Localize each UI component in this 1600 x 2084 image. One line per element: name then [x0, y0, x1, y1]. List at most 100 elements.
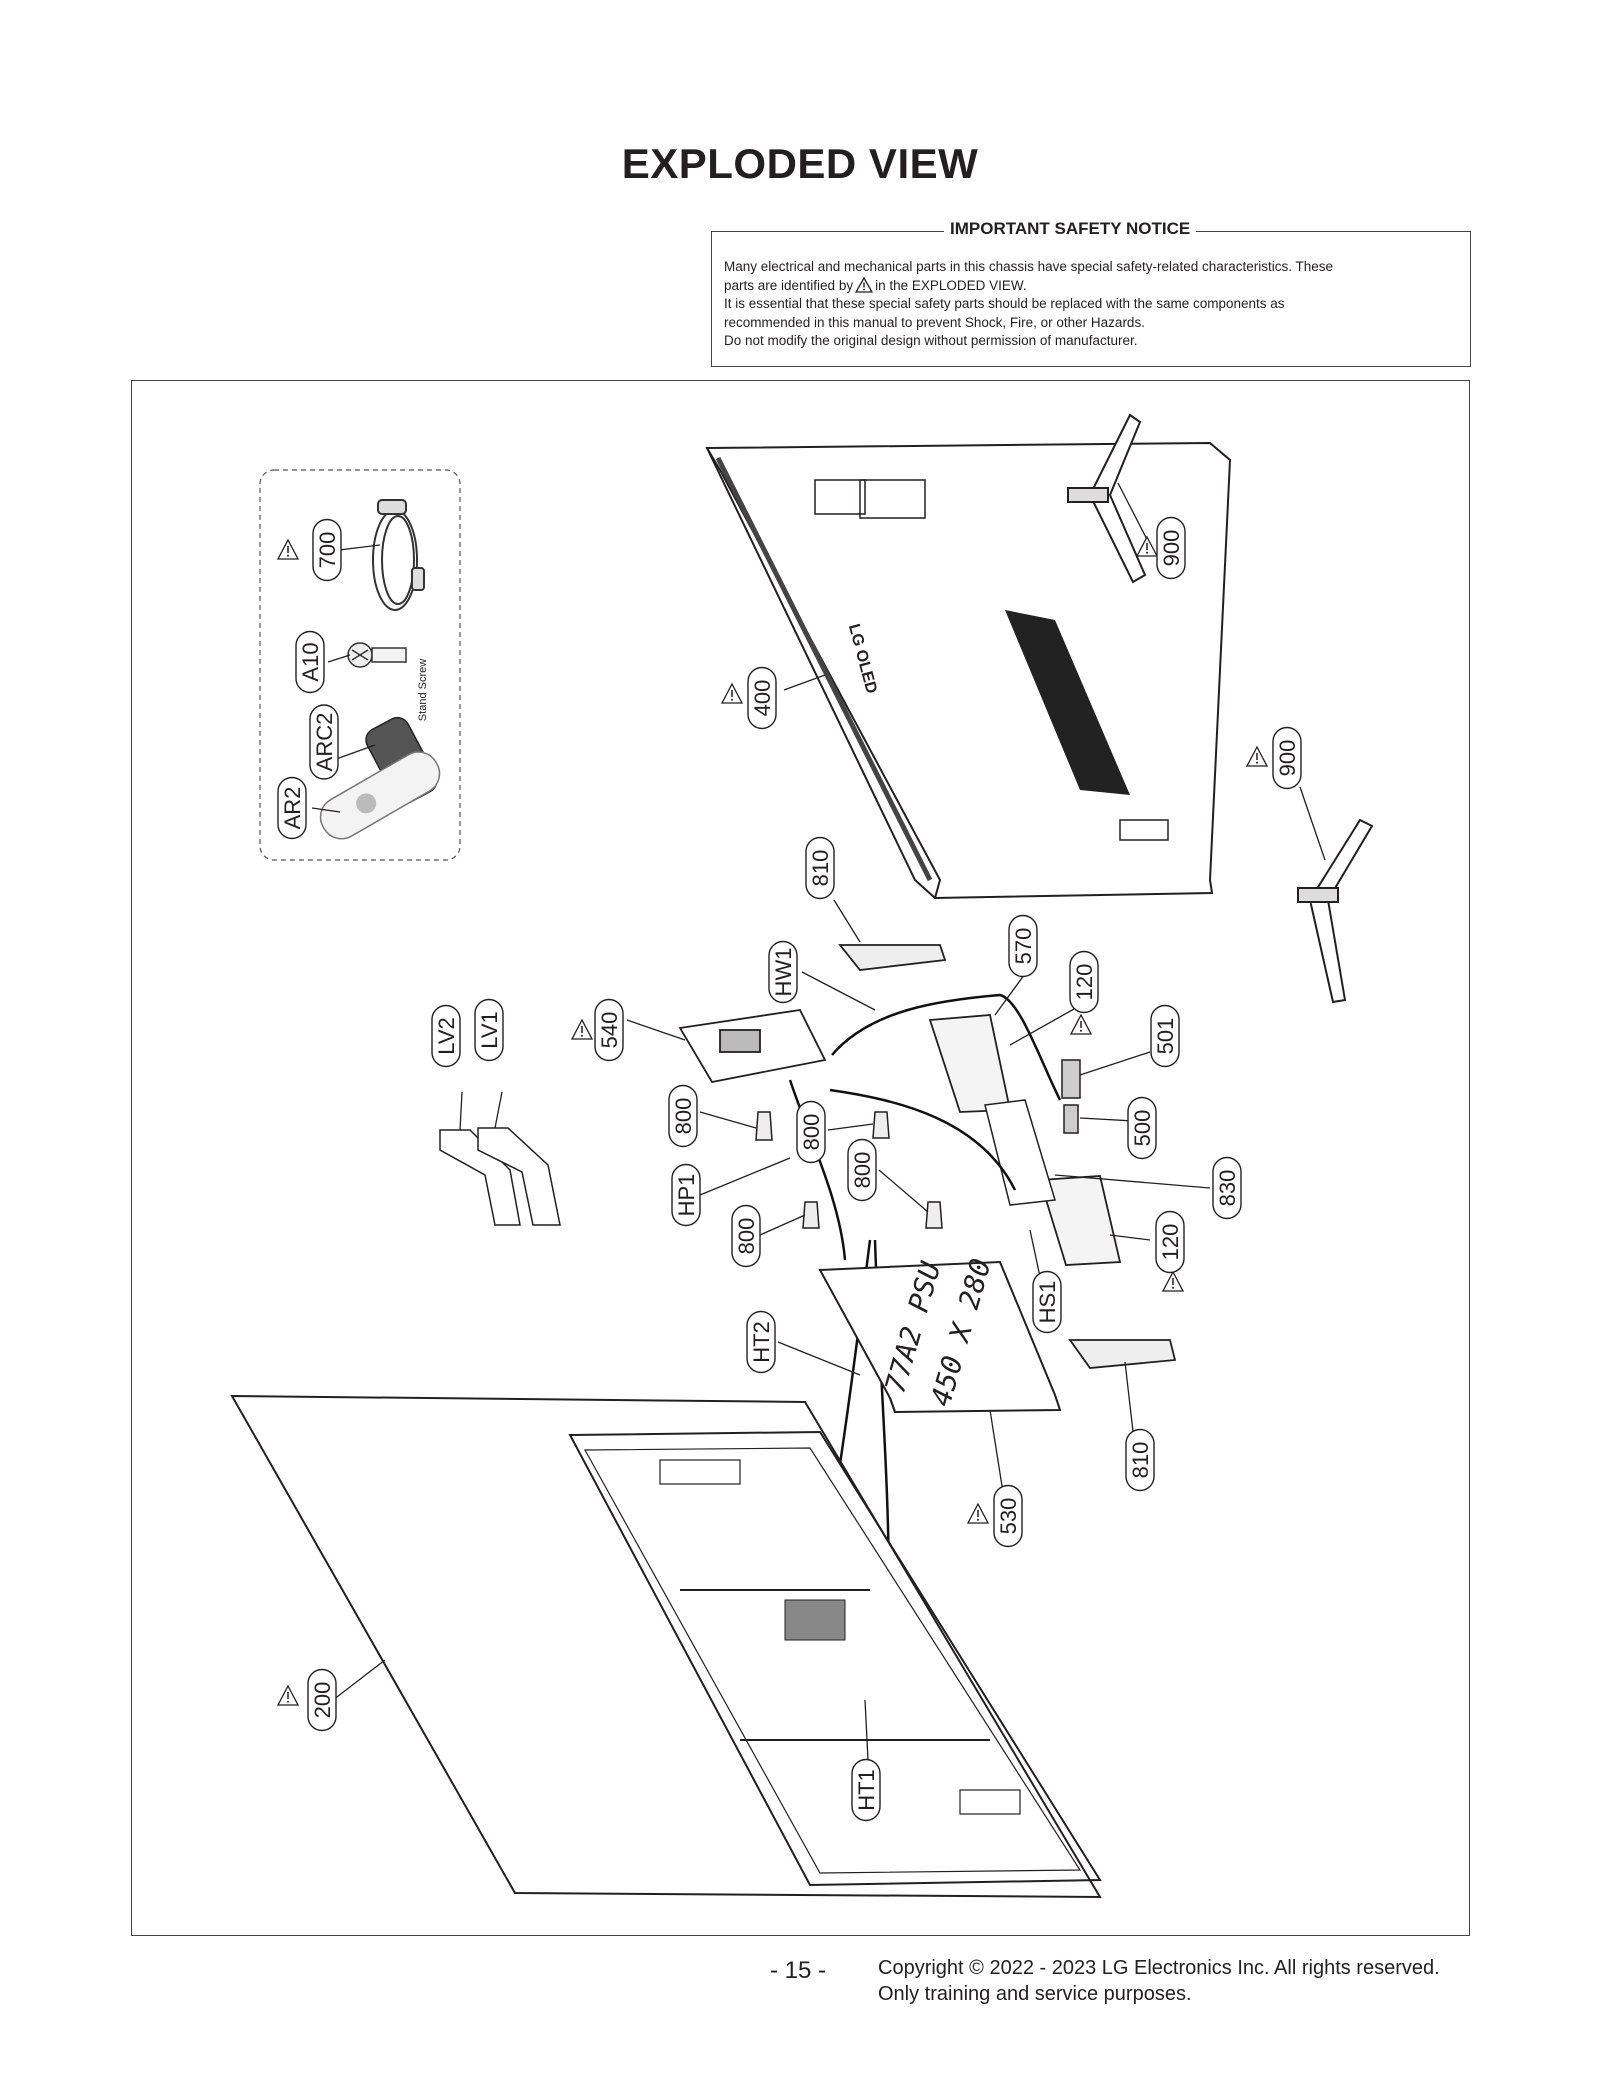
notice-line: recommended in this manual to prevent Sh…	[724, 314, 1145, 330]
safety-notice-body: Many electrical and mechanical parts in …	[724, 258, 1458, 351]
safety-notice-box: IMPORTANT SAFETY NOTICE Many electrical …	[711, 219, 1471, 367]
part-number-label: 810	[808, 850, 833, 887]
notice-line: Do not modify the original design withou…	[724, 333, 1138, 348]
part-number-label: 830	[1215, 1170, 1240, 1207]
part-number-label: LV1	[477, 1011, 502, 1049]
stand-screw-label: Stand Screw	[417, 659, 429, 721]
notice-line: It is essential that these special safet…	[724, 296, 1285, 311]
part-callout-ht1: HT1	[851, 1758, 881, 1822]
part-number-label: 810	[1128, 1442, 1153, 1479]
stand-leg-part	[1067, 413, 1374, 1004]
warning-triangle-icon	[277, 539, 299, 560]
warning-triangle-icon	[277, 1685, 299, 1706]
part-number-label: HP1	[674, 1174, 699, 1217]
part-callout-500: 500	[1127, 1096, 1157, 1160]
remote-control-part	[319, 751, 441, 840]
part-callout-lv1: LV1	[474, 998, 504, 1062]
part-number-label: 900	[1275, 740, 1300, 777]
part-number-label: HT1	[854, 1769, 879, 1811]
part-callout-540: 540	[594, 998, 624, 1062]
warning-triangle-icon	[1162, 1271, 1184, 1292]
page-title: EXPLODED VIEW	[621, 140, 979, 187]
part-number-label: 500	[1130, 1110, 1155, 1147]
part-callout-hs1: HS1	[1032, 1270, 1062, 1334]
part-number-label: 120	[1072, 964, 1097, 1001]
warning-triangle-icon	[721, 683, 743, 704]
part-callout-200: 200	[307, 1668, 337, 1732]
part-number-label: 900	[1159, 530, 1184, 567]
power-cord-part	[372, 499, 425, 611]
part-callout-hp1: HP1	[671, 1163, 701, 1227]
copyright-line: Copyright © 2022 - 2023 LG Electronics I…	[878, 1957, 1440, 1979]
part-number-label: 800	[734, 1218, 759, 1255]
part-number-label: 700	[315, 532, 340, 569]
part-number-label: LV2	[434, 1017, 459, 1055]
part-callout-810: 810	[805, 836, 835, 900]
power-supply-part	[818, 1260, 1062, 1414]
part-callout-900: 900	[1156, 516, 1186, 580]
accessories-box	[259, 469, 461, 861]
part-number-label: 800	[799, 1114, 824, 1151]
usage-note: Only training and service purposes.	[878, 1983, 1192, 2005]
part-callout-501: 501	[1150, 1004, 1180, 1068]
part-callout-120: 120	[1155, 1210, 1185, 1274]
warning-triangle-icon	[967, 1503, 989, 1524]
clip-part	[755, 1111, 943, 1229]
part-callout-120: 120	[1069, 950, 1099, 1014]
part-callout-arc2: ARC2	[309, 704, 339, 780]
safety-notice-heading: IMPORTANT SAFETY NOTICE	[944, 219, 1197, 239]
part-callout-a10: A10	[295, 630, 325, 694]
part-number-label: A10	[298, 642, 323, 681]
part-callout-ht2: HT2	[746, 1310, 776, 1374]
part-callout-700: 700	[312, 518, 342, 582]
footer-copyright: Copyright © 2022 - 2023 LG Electronics I…	[878, 1955, 1440, 2007]
part-number-label: 120	[1158, 1224, 1183, 1261]
part-number-label: 530	[996, 1498, 1021, 1535]
part-number-label: 800	[850, 1152, 875, 1189]
back-cover-part	[705, 441, 1232, 900]
main-board-part	[678, 1009, 827, 1084]
part-number-label: HT2	[749, 1321, 774, 1363]
sensor-part	[1061, 1059, 1081, 1134]
bracket-part	[838, 944, 1177, 1369]
part-callouts: 700A10ARC2AR2400900900810810HW1570120120…	[277, 516, 1302, 1822]
part-number-label: 200	[310, 1682, 335, 1719]
page-number: - 15 -	[770, 1957, 827, 1984]
notice-line: Many electrical and mechanical parts in …	[724, 259, 1334, 274]
part-number-label: AR2	[280, 787, 305, 830]
part-callout-ar2: AR2	[277, 776, 307, 840]
part-callout-lv2: LV2	[431, 1004, 461, 1068]
part-number-label: 400	[750, 680, 775, 717]
part-callout-570: 570	[1008, 914, 1038, 978]
part-callout-810: 810	[1125, 1428, 1155, 1492]
part-callout-800: 800	[796, 1100, 826, 1164]
part-callout-hw1: HW1	[768, 940, 798, 1004]
part-number-label: 570	[1011, 928, 1036, 965]
part-number-label: 501	[1153, 1018, 1178, 1055]
display-panel-part	[230, 1394, 1102, 1899]
part-callout-830: 830	[1212, 1156, 1242, 1220]
part-callout-530: 530	[993, 1484, 1023, 1548]
leader-lines	[311, 482, 1326, 1761]
part-callout-800: 800	[731, 1204, 761, 1268]
lvds-cable-part	[439, 1127, 561, 1226]
part-number-label: 540	[597, 1012, 622, 1049]
part-callout-400: 400	[747, 666, 777, 730]
part-number-label: HS1	[1035, 1281, 1060, 1324]
part-number-label: 800	[671, 1098, 696, 1135]
diagram-frame	[131, 380, 1470, 1936]
part-number-label: HW1	[771, 948, 796, 997]
part-callout-900: 900	[1272, 726, 1302, 790]
speaker-bracket-part	[984, 1099, 1056, 1206]
part-callout-800: 800	[668, 1084, 698, 1148]
warning-triangle-icon	[855, 276, 874, 293]
warning-triangle-icon	[1070, 1014, 1092, 1035]
warning-triangle-icon	[1246, 746, 1268, 767]
part-callout-800: 800	[847, 1138, 877, 1202]
middle-frame-part	[568, 1430, 1102, 1887]
warning-triangle-icon	[571, 1019, 593, 1040]
part-number-label: ARC2	[312, 713, 337, 772]
stand-screw-part	[347, 642, 407, 668]
